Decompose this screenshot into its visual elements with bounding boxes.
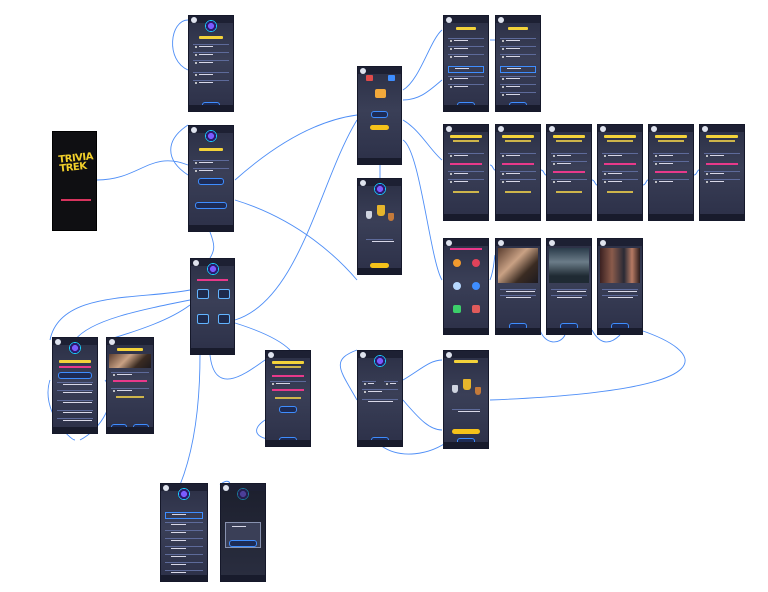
picture-question-screen-3[interactable] [597, 238, 643, 335]
play-button[interactable] [371, 111, 388, 118]
question-screen-5[interactable] [648, 124, 694, 221]
trophy-icon [375, 89, 386, 98]
question-screen-3[interactable] [546, 124, 592, 221]
mode-tile[interactable] [197, 289, 209, 299]
user-icon[interactable] [388, 75, 395, 81]
category-list-screen-2[interactable] [495, 15, 541, 112]
splash-logo: TRIVIA TREK [58, 152, 94, 174]
answer-list-screen[interactable] [106, 337, 154, 434]
gold-trophy-icon [463, 379, 471, 390]
app-logo-icon [237, 488, 249, 500]
menu-screen-b[interactable] [188, 125, 234, 232]
question-photo [498, 248, 538, 283]
splash-screen[interactable]: TRIVIA TREK [52, 131, 97, 231]
bronze-trophy-icon [475, 387, 481, 395]
question-screen-6[interactable] [699, 124, 745, 221]
start-button[interactable] [370, 125, 389, 130]
gold-trophy-icon [377, 205, 385, 216]
select-button[interactable] [279, 406, 297, 413]
category-icon[interactable] [472, 305, 480, 313]
picture-question-screen-2[interactable] [546, 238, 592, 335]
mode-tile[interactable] [218, 289, 230, 299]
leaderboard-screen[interactable] [357, 178, 402, 275]
quiz-detail-screen[interactable] [265, 350, 311, 447]
option-button[interactable] [58, 372, 91, 379]
alt-button[interactable] [195, 202, 227, 209]
category-icon[interactable] [453, 305, 461, 313]
mode-select-screen[interactable] [190, 258, 235, 355]
splash-tagline [61, 199, 91, 201]
play-again-button[interactable] [452, 429, 480, 434]
header-image [109, 354, 151, 368]
question-photo [600, 248, 640, 283]
question-screen-2[interactable] [495, 124, 541, 221]
app-logo-icon [178, 488, 190, 500]
silver-trophy-icon [366, 211, 372, 219]
frame-marker [191, 17, 197, 23]
category-grid-screen[interactable] [443, 238, 489, 335]
menu-screen-a[interactable] [188, 15, 234, 112]
question-screen-4[interactable] [597, 124, 643, 221]
category-icon[interactable] [453, 282, 461, 290]
question-screen-1[interactable] [443, 124, 489, 221]
app-logo-icon [207, 263, 219, 275]
category-list-screen-1[interactable] [443, 15, 489, 112]
app-logo-icon [374, 355, 386, 367]
category-icon[interactable] [453, 259, 461, 267]
dialog-confirm-button[interactable] [229, 540, 257, 547]
mode-tile[interactable] [197, 314, 209, 324]
results-screen[interactable] [443, 350, 489, 449]
app-logo-icon [374, 183, 386, 195]
category-icon[interactable] [472, 282, 480, 290]
picture-question-screen-1[interactable] [495, 238, 541, 335]
avatar-icon[interactable] [366, 75, 373, 81]
question-photo [549, 248, 589, 283]
settings-screen[interactable] [357, 350, 403, 447]
app-logo-icon [205, 20, 217, 32]
history-list-screen[interactable] [160, 483, 208, 582]
app-logo-icon [205, 130, 217, 142]
category-icon[interactable] [472, 259, 480, 267]
rules-screen[interactable] [52, 337, 98, 434]
next-button[interactable] [198, 178, 224, 185]
silver-trophy-icon [452, 385, 458, 393]
bronze-trophy-icon [388, 213, 394, 221]
mode-tile[interactable] [218, 314, 230, 324]
app-logo-icon [69, 342, 81, 354]
history-dialog-screen[interactable] [220, 483, 266, 582]
lobby-screen[interactable] [357, 66, 402, 165]
